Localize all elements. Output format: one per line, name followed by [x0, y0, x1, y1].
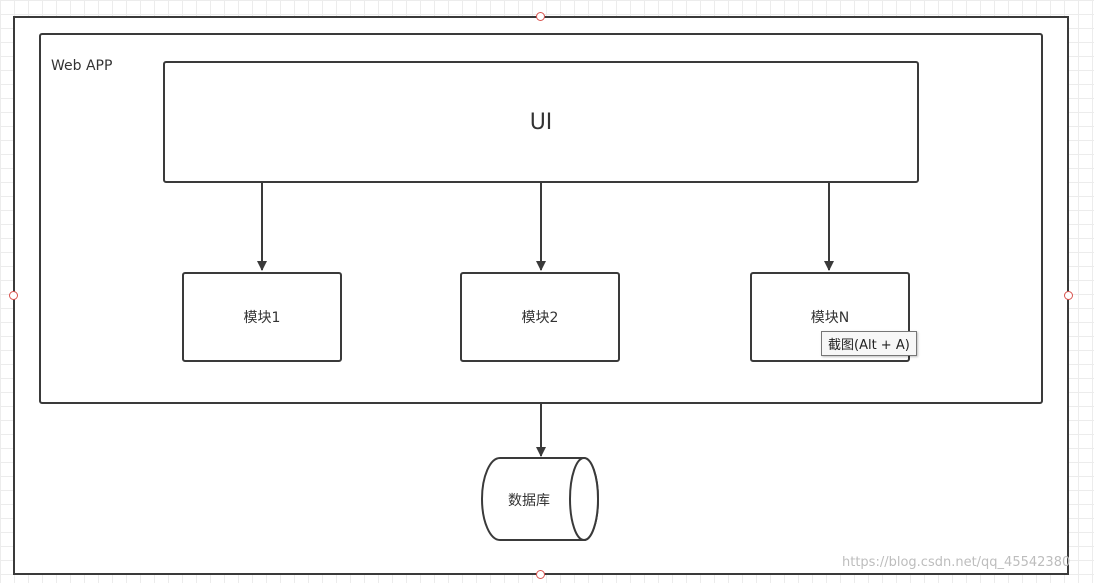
- resize-handle-right[interactable]: [1064, 291, 1073, 300]
- module-1-node[interactable]: 模块1: [182, 272, 342, 362]
- ui-node-label: UI: [529, 109, 553, 135]
- resize-handle-top[interactable]: [536, 12, 545, 21]
- module-2-node[interactable]: 模块2: [460, 272, 620, 362]
- module-2-label: 模块2: [521, 310, 559, 326]
- ui-node[interactable]: UI: [163, 61, 919, 183]
- web-app-label: Web APP: [51, 58, 113, 74]
- resize-handle-left[interactable]: [9, 291, 18, 300]
- resize-handle-bottom[interactable]: [536, 570, 545, 579]
- module-n-label: 模块N: [810, 310, 850, 326]
- screenshot-tooltip: 截图(Alt + A): [821, 331, 917, 356]
- watermark-text: https://blog.csdn.net/qq_45542380: [842, 555, 1071, 570]
- module-1-label: 模块1: [243, 310, 281, 326]
- database-label: 数据库: [508, 493, 550, 509]
